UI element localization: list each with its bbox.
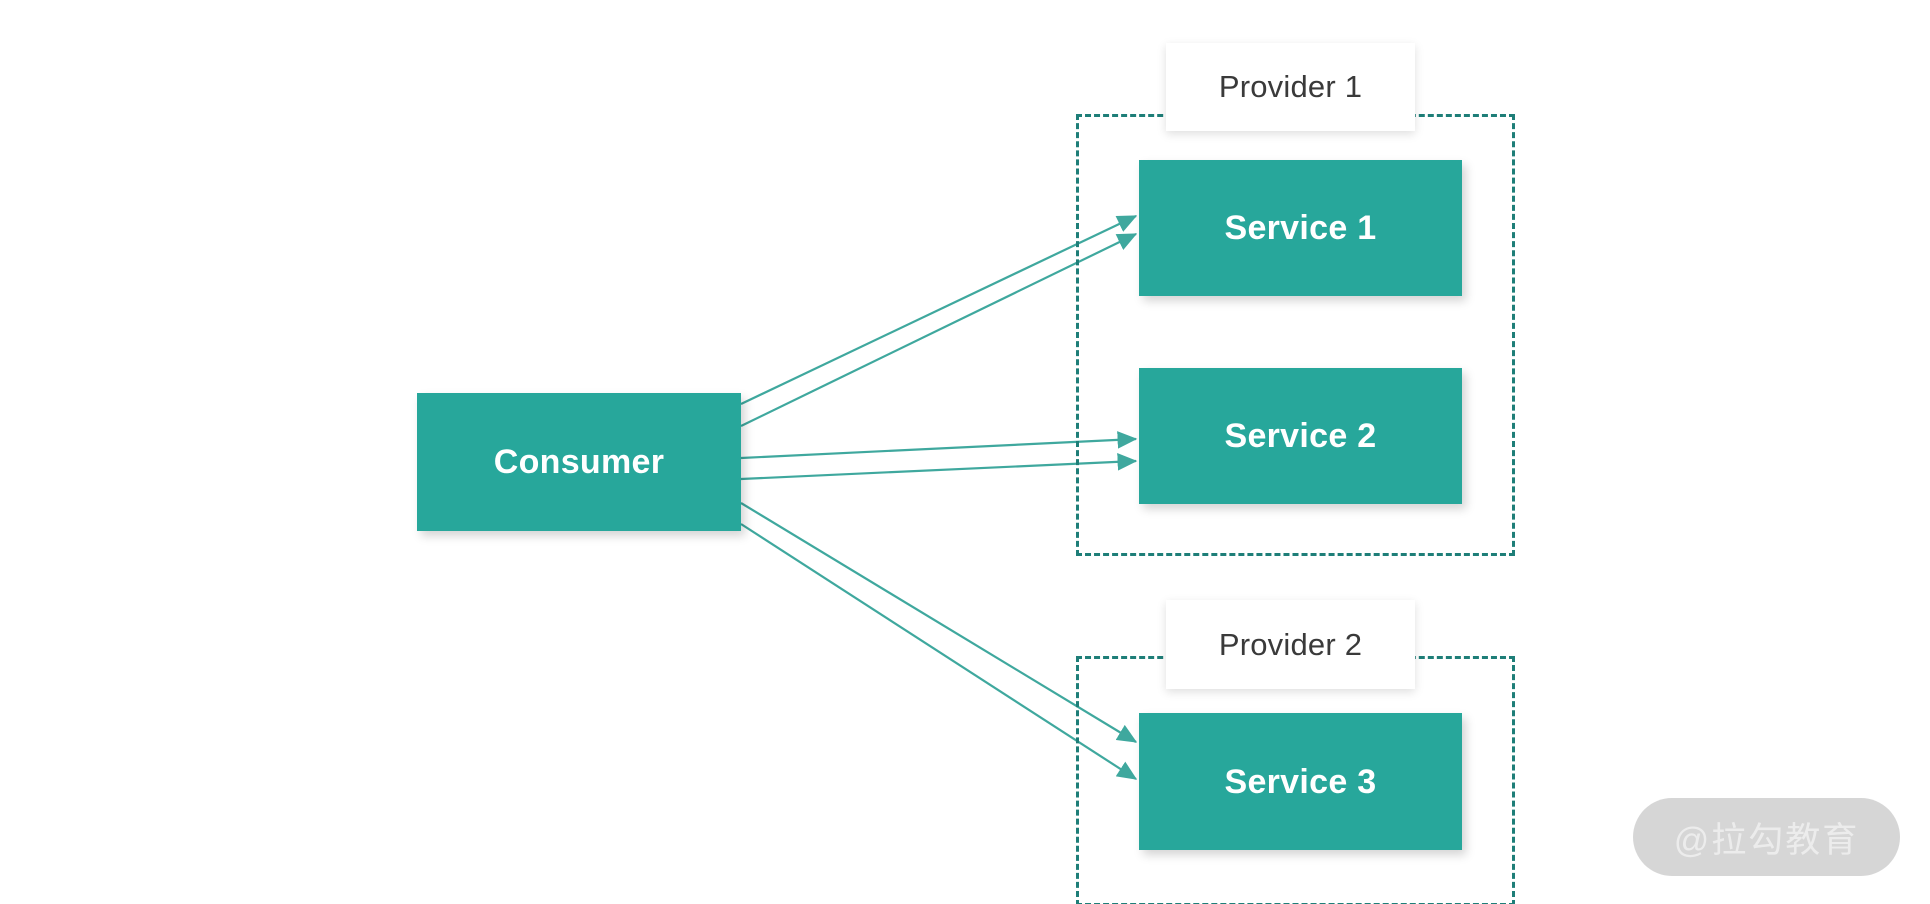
consumer-node-label: Consumer	[493, 443, 665, 481]
service-node-1[interactable]: Service 1	[1139, 160, 1462, 296]
service-node-3-label: Service 3	[1224, 762, 1377, 801]
provider-label-1-text: Provider 1	[1218, 69, 1363, 104]
provider-label-2-text: Provider 2	[1218, 626, 1363, 662]
watermark-badge: @拉勾教育	[1633, 798, 1900, 876]
service-node-2[interactable]: Service 2	[1139, 368, 1462, 504]
service-node-1-label: Service 1	[1224, 209, 1377, 247]
service-node-3[interactable]: Service 3	[1139, 713, 1462, 850]
provider-label-1: Provider 1	[1166, 43, 1415, 131]
watermark-text: @拉勾教育	[1673, 820, 1860, 860]
consumer-node[interactable]: Consumer	[417, 393, 741, 531]
service-node-2-label: Service 2	[1224, 417, 1377, 455]
provider-label-2: Provider 2	[1166, 600, 1415, 689]
